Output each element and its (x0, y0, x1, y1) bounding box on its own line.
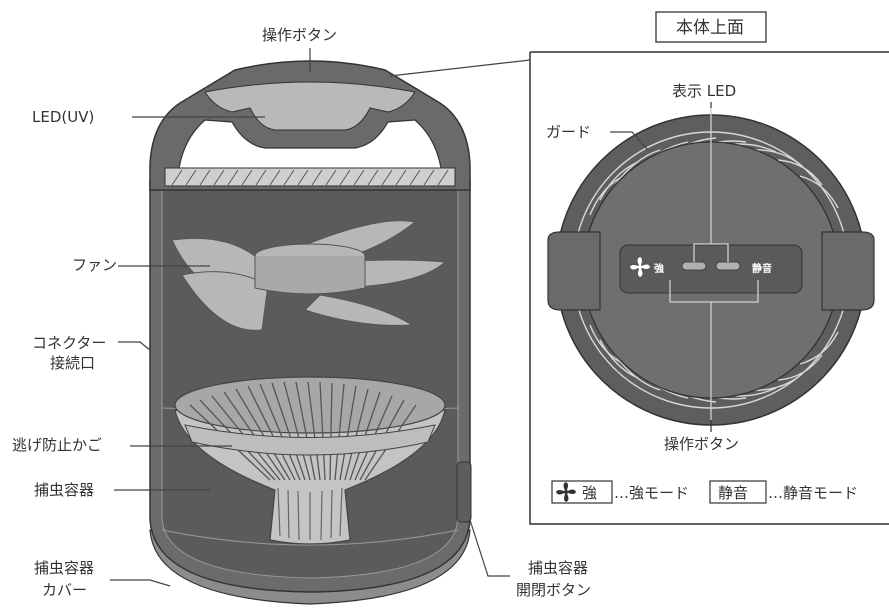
label-open-button-1: 捕虫容器 (528, 559, 588, 577)
label-cover-2: カバー (42, 581, 87, 599)
led-left (681, 261, 707, 271)
quiet-button[interactable]: 静音 (752, 262, 772, 275)
fan-icon (630, 257, 650, 277)
inset-title: 本体上面 (676, 18, 744, 38)
label-connector-1: コネクター (32, 334, 106, 352)
fan-icon (556, 482, 576, 502)
label-cover-1: 捕虫容器 (34, 559, 94, 577)
legend-quiet-key: 静音 (718, 484, 748, 502)
led-right (715, 261, 741, 271)
legend: 強 …強モード 静音 …静音モード (551, 480, 858, 504)
label-display-led: 表示 LED (672, 82, 736, 100)
label-inset-operation-button: 操作ボタン (664, 435, 739, 453)
capture-basket (174, 376, 446, 545)
top-grille (164, 167, 456, 187)
legend-quiet-desc: …静音モード (768, 484, 858, 502)
label-container: 捕虫容器 (34, 481, 94, 499)
label-escape-basket: 逃げ防止かご (12, 436, 102, 454)
label-guard: ガード (546, 123, 591, 141)
legend-strong-key: 強 (582, 484, 597, 502)
label-fan: ファン (72, 256, 117, 274)
legend-strong-desc: …強モード (614, 484, 689, 502)
inset-panel: 本体上面 (389, 11, 889, 525)
quiet-button-label: 静音 (752, 262, 772, 275)
device-handle (149, 60, 471, 191)
strong-button[interactable]: 強 (630, 257, 664, 277)
label-open-button-2: 開閉ボタン (516, 581, 591, 599)
label-connector-2: 接続口 (50, 354, 95, 372)
label-led-uv: LED(UV) (32, 108, 94, 126)
fan (171, 220, 447, 331)
strong-button-label: 強 (654, 262, 664, 275)
label-operation-button: 操作ボタン (262, 26, 337, 44)
